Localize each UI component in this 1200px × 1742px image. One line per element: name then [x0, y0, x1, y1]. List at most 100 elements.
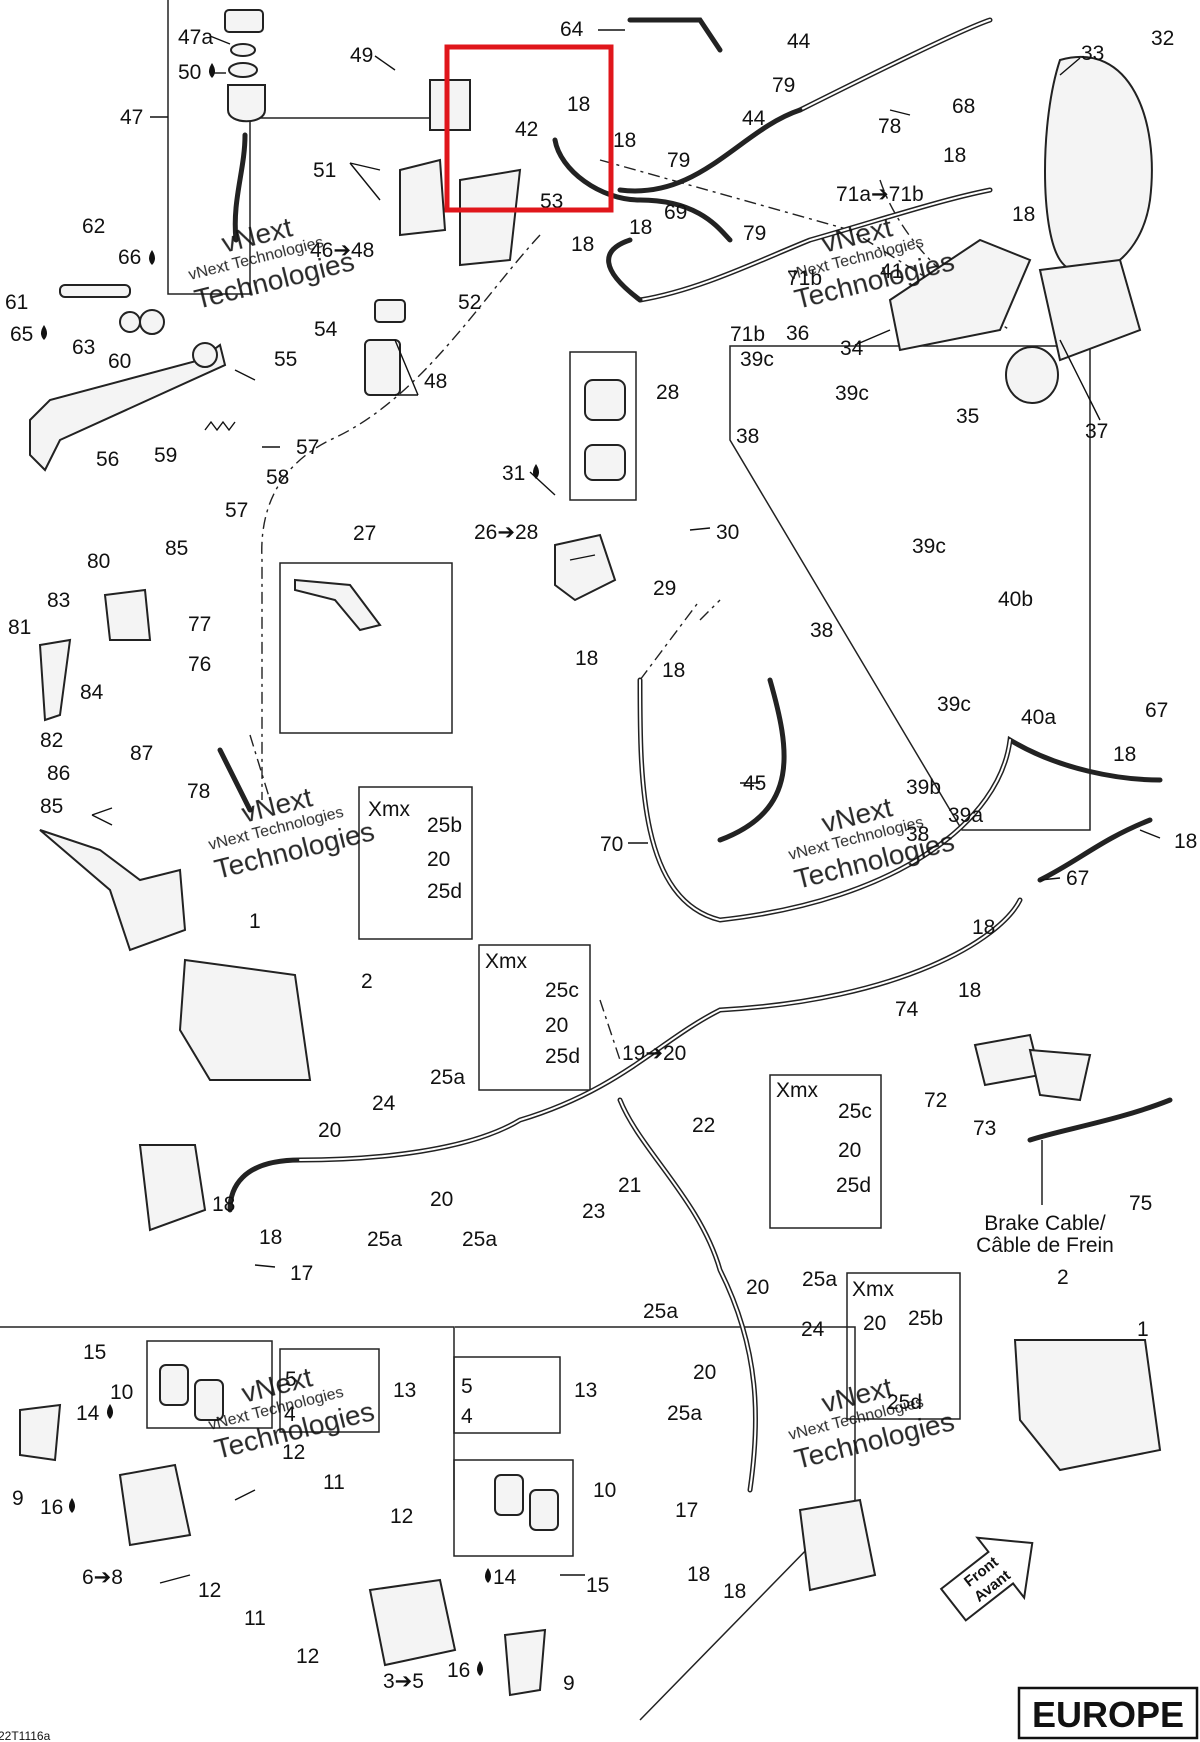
callout-25a-a: 25a — [430, 1066, 465, 1089]
callout-45: 45 — [743, 772, 766, 795]
callout-3-5: 3➔5 — [383, 1670, 424, 1693]
o-ring-35 — [1005, 346, 1059, 404]
callout-11-b: 11 — [244, 1607, 266, 1630]
callout-9-a: 9 — [12, 1487, 24, 1510]
callout-78-a: 78 — [878, 115, 901, 138]
callout-18-p: 18 — [723, 1580, 746, 1603]
drop-icon — [485, 1568, 491, 1583]
callout-72: 72 — [924, 1089, 947, 1112]
callout-10-a: 10 — [110, 1381, 133, 1404]
callout-25c-b: 25c — [838, 1100, 872, 1123]
callout-48: 48 — [424, 370, 447, 393]
callout-22: 22 — [692, 1114, 715, 1137]
callout-14-b: 14 — [493, 1566, 517, 1589]
callout-79-b: 79 — [772, 74, 795, 97]
callout-44-a: 44 — [787, 30, 811, 53]
callout-15-a: 15 — [83, 1341, 106, 1364]
drop-icon — [209, 63, 215, 78]
rear-brake-disc — [1044, 55, 1153, 275]
front-caliper-left — [138, 1144, 207, 1232]
leader-lines — [91, 29, 1161, 1584]
callout-71b-b: 71b — [730, 323, 765, 346]
callout-53: 53 — [540, 190, 563, 213]
rear-caliper-group-frame — [729, 345, 1091, 831]
pins-box-1 — [279, 1348, 380, 1433]
callout-12-a: 12 — [282, 1441, 305, 1464]
callout-82: 82 — [40, 729, 63, 752]
callout-52: 52 — [458, 291, 481, 314]
reservoir-seal — [230, 43, 256, 57]
callout-18-g: 18 — [575, 647, 598, 670]
callout-76: 76 — [188, 653, 211, 676]
region-badge-text: EUROPE — [1032, 1694, 1184, 1735]
callout-80: 80 — [87, 550, 110, 573]
callout-11-a: 11 — [323, 1471, 345, 1494]
callout-66: 66 — [118, 246, 141, 269]
callout-16-a: 16 — [40, 1496, 63, 1519]
callout-5-b: 5 — [461, 1375, 473, 1398]
drop-icon — [41, 325, 47, 340]
callout-68: 68 — [952, 95, 975, 118]
heat-shield-53 — [459, 168, 522, 267]
callout-79-c: 79 — [743, 222, 766, 245]
xmx-box-3 — [769, 1074, 882, 1229]
callout-38-a: 38 — [736, 425, 759, 448]
callout-61: 61 — [5, 291, 28, 314]
callout-17-b: 17 — [675, 1499, 698, 1522]
drop-icon — [533, 464, 539, 479]
callout-57-a: 57 — [296, 436, 319, 459]
callout-20-f: 20 — [746, 1276, 769, 1299]
callout-47: 47 — [120, 106, 143, 129]
callout-67-b: 67 — [1066, 867, 1089, 890]
callout-79-a: 79 — [667, 149, 690, 172]
xmx-box-4 — [846, 1272, 961, 1420]
callout-39c-d: 39c — [937, 693, 971, 716]
callout-12-d: 12 — [296, 1645, 319, 1668]
callout-86: 86 — [47, 762, 70, 785]
callout-17-a: 17 — [290, 1262, 313, 1285]
brake-lever — [294, 578, 382, 632]
callout-25a-b: 25a — [367, 1228, 402, 1251]
callout-29: 29 — [653, 577, 676, 600]
xmx-box-1 — [358, 786, 473, 940]
callout-20-c: 20 — [318, 1119, 341, 1142]
callout-63: 63 — [72, 336, 95, 359]
callout-18-h: 18 — [662, 659, 685, 682]
callout-20-e: 20 — [838, 1139, 861, 1162]
hoses-and-cables — [217, 17, 1173, 1493]
callout-25d-d: 25d — [887, 1391, 922, 1414]
xmx-label-3: Xmx — [776, 1079, 819, 1102]
front-direction-arrow: Front Avant — [939, 1536, 1034, 1622]
callout-60: 60 — [108, 350, 131, 373]
callout-81: 81 — [8, 616, 31, 639]
callout-37: 37 — [1085, 420, 1108, 443]
callout-20-d: 20 — [430, 1188, 453, 1211]
group-frames — [0, 0, 1091, 1721]
callout-34: 34 — [840, 337, 864, 360]
callout-55: 55 — [274, 348, 297, 371]
callout-18-b: 18 — [613, 129, 636, 152]
callout-47a: 47a — [178, 26, 213, 49]
callout-25a-d: 25a — [802, 1268, 837, 1291]
callout-46-48: 46➔48 — [310, 239, 374, 262]
callout-62: 62 — [82, 215, 105, 238]
callout-18-k: 18 — [972, 916, 995, 939]
callout-58: 58 — [266, 466, 289, 489]
callout-20-h: 20 — [693, 1361, 716, 1384]
callout-23: 23 — [582, 1200, 605, 1223]
caliper-bracket — [888, 238, 1032, 352]
callout-40b: 40b — [998, 588, 1033, 611]
callout-59: 59 — [154, 444, 177, 467]
callout-27: 27 — [353, 522, 376, 545]
callout-38-b: 38 — [810, 619, 833, 642]
callout-18-o: 18 — [687, 1563, 710, 1586]
brake-cable-label-fr: Câble de Frein — [976, 1234, 1114, 1257]
region-badge: EUROPE — [1017, 1686, 1199, 1740]
callout-33: 33 — [1081, 42, 1104, 65]
callout-26-28: 26➔28 — [474, 521, 538, 544]
callout-4-b: 4 — [461, 1405, 473, 1428]
callout-84: 84 — [80, 681, 104, 704]
xmx-label-1: Xmx — [368, 798, 411, 821]
callout-85-b: 85 — [40, 795, 63, 818]
